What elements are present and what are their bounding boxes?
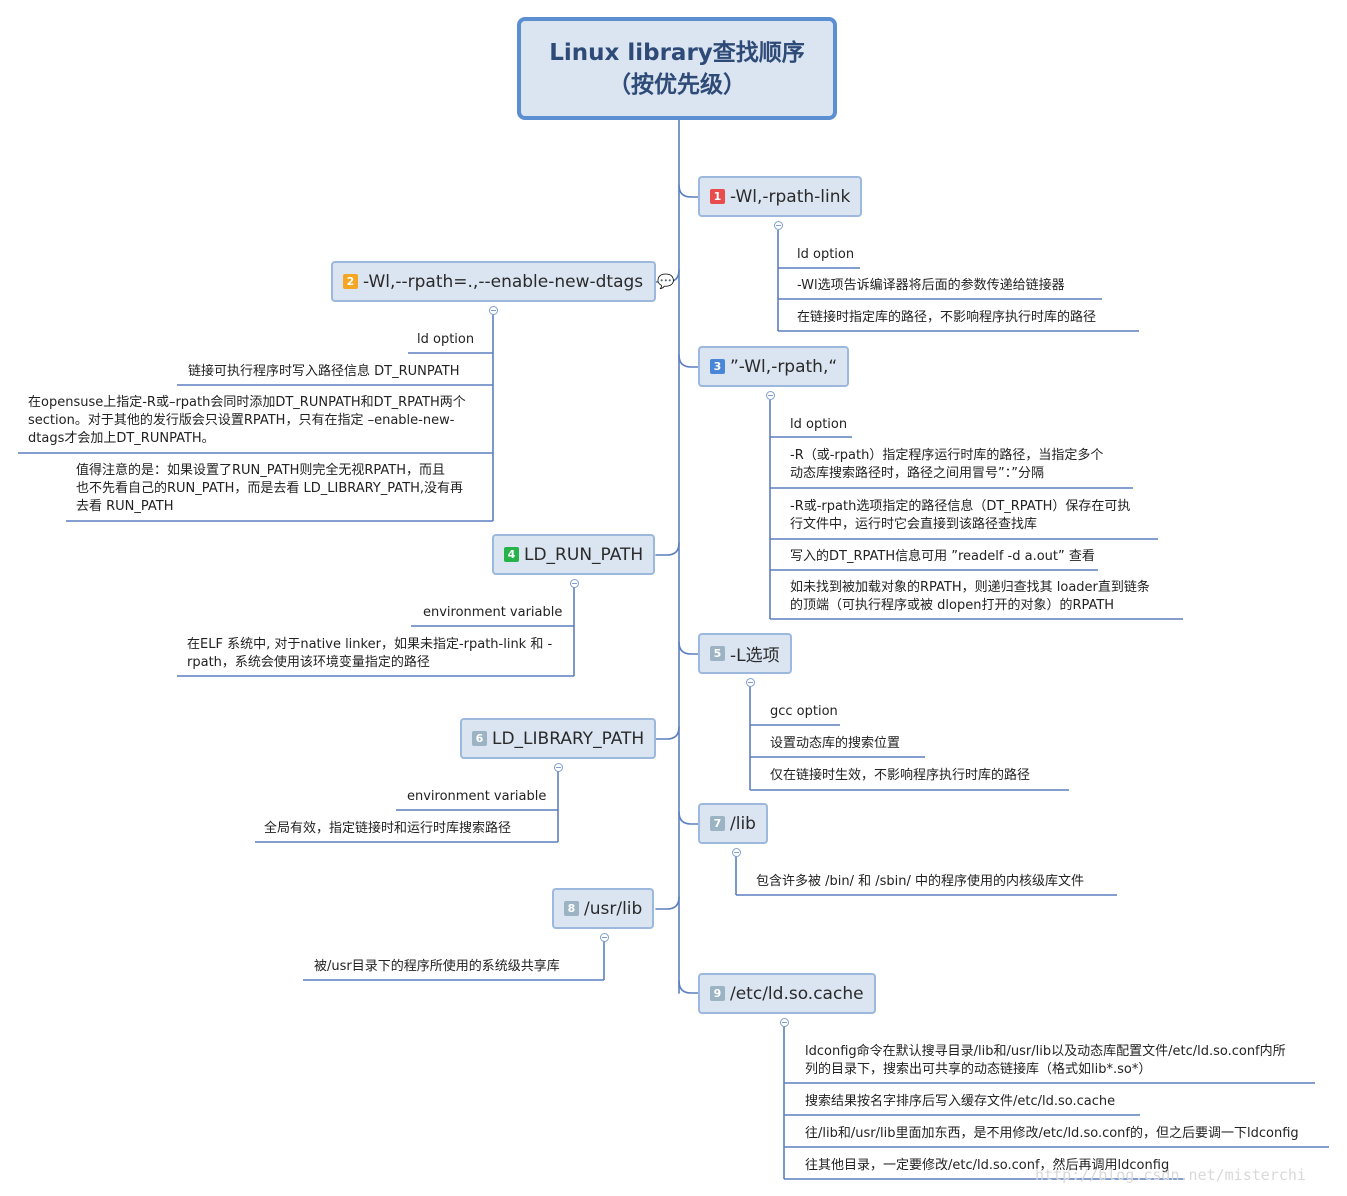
topic-rpath-link[interactable]: 1 -Wl,-rpath-link bbox=[698, 176, 863, 217]
topic-label: LD_LIBRARY_PATH bbox=[492, 728, 645, 749]
leaf-item: -Wl选项告诉编译器将后面的参数传递给链接器 bbox=[797, 278, 1065, 293]
root-title-line2: （按优先级） bbox=[608, 71, 746, 98]
leaf-item: -R或-rpath选项指定的路径信息（DT_RPATH）保存在可执 bbox=[790, 499, 1131, 514]
topic-lib[interactable]: 7 /lib bbox=[698, 803, 768, 844]
collapse-toggle[interactable] bbox=[766, 391, 775, 400]
leaf-item: environment variable bbox=[423, 605, 563, 620]
topic-L-option[interactable]: 5 -L选项 bbox=[698, 633, 792, 674]
leaf-item: 往/lib和/usr/lib里面加东西，是不用修改/etc/ld.so.conf… bbox=[805, 1126, 1299, 1141]
topic-label: ”-Wl,-rpath,“ bbox=[730, 356, 838, 377]
leaf-item: 在opensuse上指定-R或–rpath会同时添加DT_RUNPATH和DT_… bbox=[28, 395, 466, 410]
leaf-item: 去看 RUN_PATH bbox=[76, 499, 174, 514]
topic-label: /usr/lib bbox=[584, 898, 643, 919]
topic-rpath-enable-new-dtags[interactable]: 2 -Wl,--rpath=.,--enable-new-dtags 💬 bbox=[331, 261, 675, 302]
priority-badge-6: 6 bbox=[472, 731, 487, 746]
topic-label: -L选项 bbox=[730, 646, 780, 666]
leaf-item: 设置动态库的搜索位置 bbox=[770, 736, 901, 751]
root-topic[interactable]: Linux library查找顺序 （按优先级） bbox=[517, 17, 837, 120]
leaf-item: 在链接时指定库的路径，不影响程序执行时库的路径 bbox=[797, 310, 1097, 325]
topic-ld-so-cache[interactable]: 9 /etc/ld.so.cache bbox=[698, 973, 876, 1014]
watermark: http://blog.csdn.net/misterchi bbox=[1035, 1166, 1306, 1184]
leaf-item: 全局有效，指定链接时和运行时库搜索路径 bbox=[264, 821, 512, 836]
collapse-toggle[interactable] bbox=[732, 848, 741, 857]
topic-ld-run-path[interactable]: 4 LD_RUN_PATH bbox=[492, 534, 656, 575]
leaf-item: 往其他目录，一定要修改/etc/ld.so.conf，然后再调用ldconfig bbox=[805, 1158, 1170, 1173]
leaf-item: 也不先看自己的RUN_PATH，而是去看 LD_LIBRARY_PATH,没有再 bbox=[76, 481, 464, 496]
topic-label: LD_RUN_PATH bbox=[524, 544, 644, 565]
collapse-toggle[interactable] bbox=[780, 1018, 789, 1027]
priority-badge-3: 3 bbox=[710, 359, 725, 374]
priority-badge-1: 1 bbox=[710, 189, 725, 204]
priority-badge-7: 7 bbox=[710, 816, 725, 831]
leaf-item: environment variable bbox=[407, 789, 547, 804]
collapse-toggle[interactable] bbox=[746, 678, 755, 687]
leaf-item: 值得注意的是：如果设置了RUN_PATH则完全无视RPATH，而且 bbox=[76, 463, 446, 478]
leaf-item: 被/usr目录下的程序所使用的系统级共享库 bbox=[314, 959, 560, 974]
priority-badge-9: 9 bbox=[710, 986, 725, 1001]
comment-icon[interactable]: 💬 bbox=[657, 273, 675, 290]
leaf-item: 包含许多被 /bin/ 和 /sbin/ 中的程序使用的内核级库文件 bbox=[756, 874, 1085, 889]
leaf-item: ld option bbox=[790, 417, 848, 432]
root-title-line1: Linux library查找顺序 bbox=[549, 39, 805, 66]
priority-badge-4: 4 bbox=[504, 547, 519, 562]
collapse-toggle[interactable] bbox=[489, 306, 498, 315]
priority-badge-2: 2 bbox=[343, 274, 358, 289]
leaf-item: ldconfig命令在默认搜寻目录/lib和/usr/lib以及动态库配置文件/… bbox=[805, 1044, 1286, 1059]
leaf-item: rpath，系统会使用该环境变量指定的路径 bbox=[187, 655, 430, 670]
collapse-toggle[interactable] bbox=[570, 579, 579, 588]
topic-wl-rpath[interactable]: 3 ”-Wl,-rpath,“ bbox=[698, 346, 850, 387]
collapse-toggle[interactable] bbox=[774, 221, 783, 230]
collapse-toggle[interactable] bbox=[554, 763, 563, 772]
topic-label: -Wl,--rpath=.,--enable-new-dtags bbox=[363, 271, 644, 292]
leaf-item: 链接可执行程序时写入路径信息 DT_RUNPATH bbox=[188, 364, 460, 379]
topic-usr-lib[interactable]: 8 /usr/lib bbox=[552, 888, 655, 929]
leaf-item: 搜索结果按名字排序后写入缓存文件/etc/ld.so.cache bbox=[805, 1094, 1116, 1109]
topic-ld-library-path[interactable]: 6 LD_LIBRARY_PATH bbox=[460, 718, 657, 759]
leaf-item: 如未找到被加载对象的RPATH，则递归查找其 loader直到链条 bbox=[790, 580, 1150, 595]
topic-label: /etc/ld.so.cache bbox=[730, 983, 864, 1004]
priority-badge-8: 8 bbox=[564, 901, 579, 916]
leaf-item: ld option bbox=[797, 247, 855, 262]
leaf-item: section。对于其他的发行版会只设置RPATH，只有在指定 –enable-… bbox=[28, 413, 455, 428]
topic-label: /lib bbox=[730, 813, 756, 834]
leaf-item: 在ELF 系统中, 对于native linker，如果未指定-rpath-li… bbox=[187, 637, 553, 652]
leaf-item: 列的目录下，搜索出可共享的动态链接库（格式如lib*.so*） bbox=[805, 1062, 1152, 1077]
leaf-item: ld option bbox=[417, 332, 475, 347]
leaf-item: dtags才会加上DT_RUNPATH。 bbox=[28, 431, 215, 446]
leaf-item: 动态库搜索路径时，路径之间用冒号”：”分隔 bbox=[790, 466, 1044, 481]
topic-label: -Wl,-rpath-link bbox=[730, 186, 851, 207]
collapse-toggle[interactable] bbox=[600, 933, 609, 942]
leaf-item: -R（或-rpath）指定程序运行时库的路径，当指定多个 bbox=[790, 448, 1104, 463]
leaf-item: 行文件中，运行时它会直接到该路径查找库 bbox=[790, 517, 1038, 532]
leaf-item: 的顶端（可执行程序或被 dlopen打开的对象）的RPATH bbox=[790, 598, 1115, 613]
priority-badge-5: 5 bbox=[710, 646, 725, 661]
leaf-item: 仅在链接时生效，不影响程序执行时库的路径 bbox=[770, 768, 1031, 783]
leaf-item: gcc option bbox=[770, 704, 838, 719]
leaf-item: 写入的DT_RPATH信息可用 ”readelf -d a.out” 查看 bbox=[790, 549, 1095, 564]
